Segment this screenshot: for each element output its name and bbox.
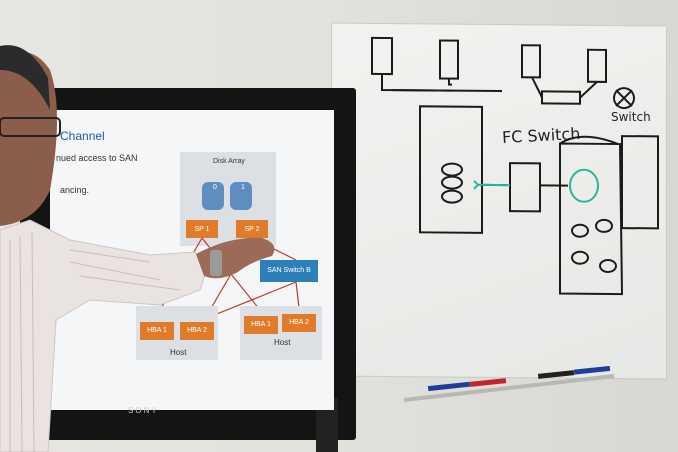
host-right-hba1 [244,316,278,334]
san-switch-label: SAN Switch B [267,267,311,274]
whiteboard-drawing [371,36,659,296]
drawn-server-box [419,105,483,234]
drawn-computer-3 [521,44,541,79]
host-right-hba2 [282,314,316,332]
drawn-rack [621,135,659,230]
disk-1-label: 1 [241,184,245,191]
monitor-brand: SONY [128,406,159,415]
marker-black [537,370,575,379]
marker-tray [400,366,620,404]
host-left-hba2-label: HBA 2 [187,327,207,334]
marker-blue-2 [573,366,611,375]
host-left-hba2 [180,322,214,340]
disk-0-label: 0 [213,184,217,191]
drawn-fc-switch [509,162,541,213]
slide-title: Channel [60,129,105,143]
drawn-teal-circle [569,168,599,203]
drawn-router [613,87,635,110]
presenter-hand [196,237,275,279]
glasses-icon [0,117,61,137]
host-right-hba1-label: HBA 1 [251,321,271,328]
whiteboard [331,22,667,380]
sp2-label: SP 2 [244,226,260,233]
disk-1-icon [230,182,252,210]
presenter-hair [0,45,50,110]
slide-text-line-1: nued access to SAN [56,153,138,163]
disk-array-label: Disk Array [213,158,245,165]
host-right-hba2-label: HBA 2 [289,319,309,326]
switch-label: Switch [611,110,651,124]
san-switch-box [260,260,318,282]
presenter-shirt [0,219,209,452]
sp1-label: SP 1 [194,226,210,233]
marker-blue [427,381,471,392]
host-right-label: Host [274,338,291,347]
marker-red [469,378,507,387]
host-left-label: Host [170,348,187,357]
host-left-hba1 [140,322,174,340]
host-left-hba1-label: HBA 1 [147,327,167,334]
monitor-stand [316,398,338,452]
drawn-storage-array [559,142,624,296]
sp2-box [236,220,268,238]
slide-text-line-2: ancing. [60,185,90,195]
slide-diagram [136,152,322,360]
sp1-box [186,220,218,238]
watch-icon [210,250,222,276]
disk-0-icon [202,182,224,210]
